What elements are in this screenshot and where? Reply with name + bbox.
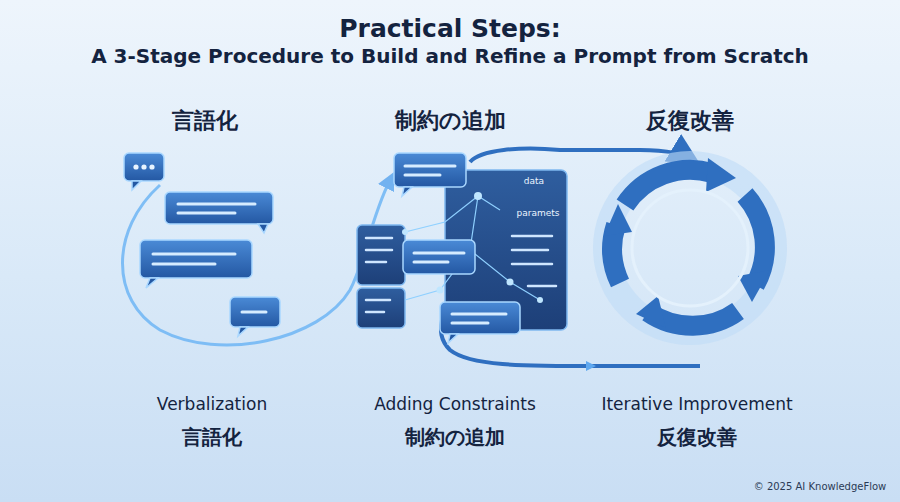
stage-heading: 言語化	[172, 106, 238, 136]
copyright-note: © 2025 AI KnowledgeFlow	[754, 481, 887, 492]
stage-label-ja: 言語化	[182, 424, 242, 451]
stage-label: Adding Constraints	[374, 394, 536, 414]
stage-label: Iterative Improvement	[601, 394, 792, 414]
stage-label-ja: 反復改善	[657, 424, 737, 451]
subtitle: A 3-Stage Procedure to Build and Refine …	[91, 44, 809, 68]
stage-label: Verbalization	[157, 394, 267, 414]
panel-text: paramets	[517, 208, 560, 218]
stage-heading: 反復改善	[646, 106, 734, 136]
panel-text: data	[524, 176, 544, 186]
main-title: Practical Steps:	[339, 14, 561, 43]
stage-heading: 制約の追加	[395, 106, 506, 136]
stage-label-ja: 制約の追加	[405, 424, 505, 451]
